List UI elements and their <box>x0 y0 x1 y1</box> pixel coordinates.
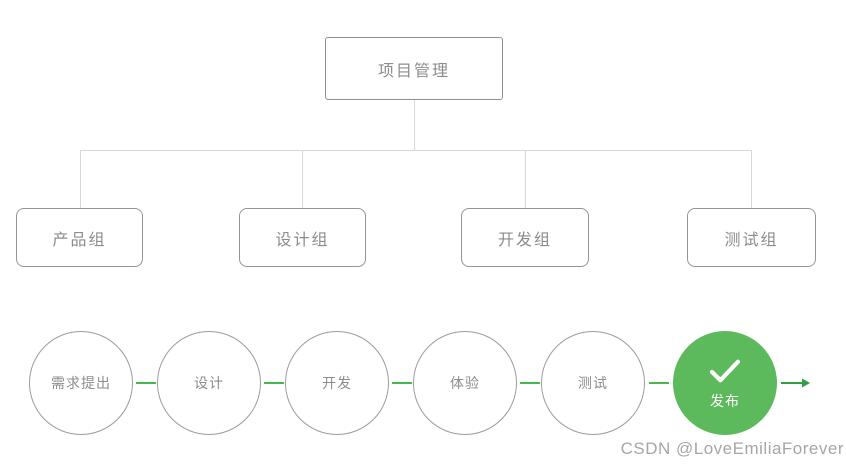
connector-line-drop-3 <box>525 150 526 208</box>
flow-step-label: 设计 <box>194 375 224 391</box>
org-node-label: 设计组 <box>275 231 330 249</box>
flow-connector <box>649 382 669 384</box>
connector-line-drop-1 <box>80 150 81 208</box>
arrow-right-icon <box>781 375 811 391</box>
connector-line-root <box>414 100 415 150</box>
watermark-text: CSDN @LoveEmiliaForever <box>620 439 844 458</box>
org-node-label: 测试组 <box>724 231 779 249</box>
org-node-label: 开发组 <box>497 231 552 249</box>
flow-step-test: 测试 <box>541 331 645 435</box>
org-node-test-group: 测试组 <box>687 208 816 267</box>
flow-step-label: 需求提出 <box>51 375 111 391</box>
connector-line-horizontal <box>80 150 752 151</box>
org-node-design-group: 设计组 <box>239 208 366 267</box>
org-node-dev-group: 开发组 <box>461 208 589 267</box>
flow-step-requirement: 需求提出 <box>29 331 133 435</box>
org-node-root-label: 项目管理 <box>377 62 450 80</box>
connector-line-drop-4 <box>751 150 752 208</box>
flow-step-label: 测试 <box>578 375 608 391</box>
flow-step-experience: 体验 <box>413 331 517 435</box>
flow-step-label: 开发 <box>322 375 352 391</box>
connector-line-drop-2 <box>302 150 303 208</box>
flow-step-design: 设计 <box>157 331 261 435</box>
org-node-label: 产品组 <box>52 231 107 249</box>
flow-step-label: 发布 <box>710 392 740 409</box>
org-node-root: 项目管理 <box>325 37 503 100</box>
org-node-product-group: 产品组 <box>16 208 143 267</box>
flow-connector <box>264 382 284 384</box>
flow-connector <box>136 382 156 384</box>
flow-connector <box>392 382 412 384</box>
checkmark-icon <box>708 358 742 384</box>
flow-step-release: 发布 <box>673 331 777 435</box>
flow-step-label: 体验 <box>450 375 480 391</box>
flow-step-develop: 开发 <box>285 331 389 435</box>
flow-connector <box>520 382 540 384</box>
